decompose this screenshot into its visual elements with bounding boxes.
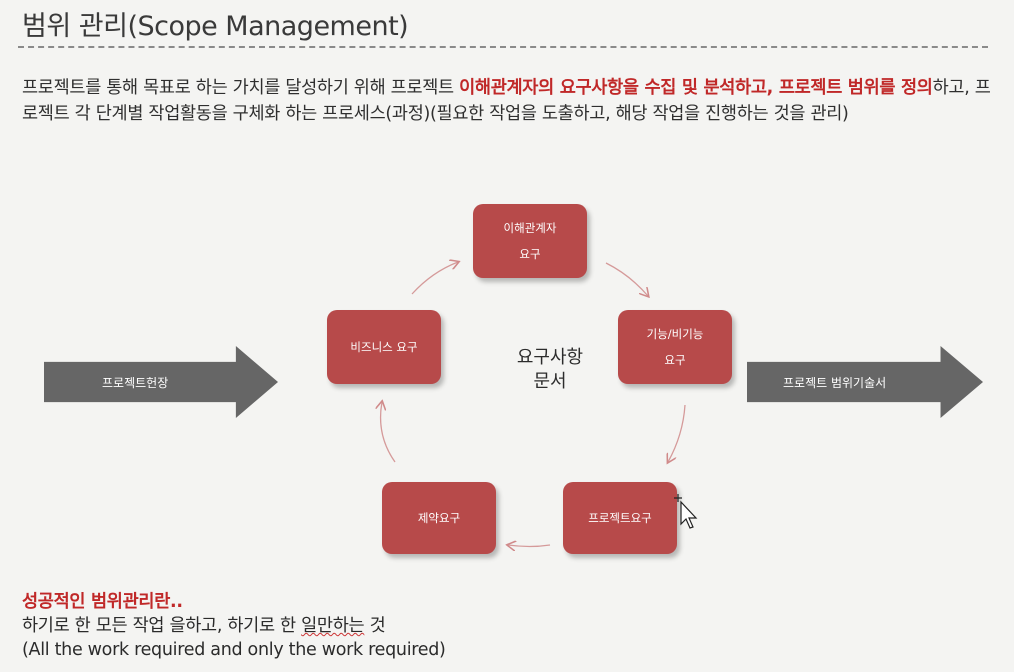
node-stakeholder-requirements: 이해관계자 요구 — [473, 204, 587, 278]
success-line1-c: 것 — [364, 616, 386, 636]
node-business-requirements: 비즈니스 요구 — [327, 310, 441, 384]
cycle-arrow-constraint-to-business — [381, 402, 396, 463]
center-line2: 문서 — [533, 371, 567, 392]
node-functional-line1: 기능/비기능 — [646, 327, 704, 341]
output-arrow-label: 프로젝트 범위기술서 — [783, 375, 887, 390]
center-line1: 요구사항 — [516, 347, 584, 368]
cycle-arrow-stakeholder-to-functional — [605, 262, 648, 296]
node-project-label: 프로젝트요구 — [588, 511, 652, 525]
success-line1-a: 하기로 한 모든 작업 을하고, 하기로 한 — [22, 616, 302, 636]
cycle-arrow-functional-to-project — [668, 404, 686, 462]
description-text-2: 하고, 프로젝트 각 단계별 작업활동을 구체화 하는 프로세스(과정)(필요한… — [22, 78, 991, 124]
input-arrow-label: 프로젝트헌장 — [102, 375, 169, 390]
description-highlight: 이해관계자의 요구사항을 수집 및 분석하고, 프로젝트 범위를 정의 — [459, 78, 933, 98]
cycle-arrow-business-to-stakeholder — [411, 262, 458, 295]
title-divider — [18, 46, 988, 48]
success-definition: 성공적인 범위관리란.. 하기로 한 모든 작업 을하고, 하기로 한 일만하는… — [22, 590, 446, 662]
node-constraint-requirements: 제약요구 — [382, 482, 496, 554]
success-line2: (All the work required and only the work… — [22, 640, 446, 660]
mouse-cursor-icon — [674, 494, 698, 529]
node-constraint-label: 제약요구 — [417, 511, 461, 525]
node-business-label: 비즈니스 요구 — [350, 340, 418, 354]
success-line1: 하기로 한 모든 작업 을하고, 하기로 한 일만하는 것 — [22, 614, 446, 638]
requirements-document-label: 요구사항 문서 — [490, 346, 610, 394]
node-stakeholder-line2: 요구 — [519, 247, 541, 261]
scope-description: 프로젝트를 통해 목표로 하는 가치를 달성하기 위해 프로젝트 이해관계자의 … — [22, 75, 997, 127]
node-stakeholder-line1: 이해관계자 — [503, 221, 557, 235]
success-line1-b: 일만하는 — [301, 616, 365, 636]
success-heading: 성공적인 범위관리란.. — [22, 592, 183, 612]
cycle-arrow-project-to-constraint — [508, 545, 551, 547]
node-project-requirements: 프로젝트요구 — [563, 482, 677, 554]
node-functional-line2: 요구 — [664, 353, 686, 367]
description-text-1: 프로젝트를 통해 목표로 하는 가치를 달성하기 위해 프로젝트 — [22, 78, 460, 98]
page-title: 범위 관리(Scope Management) — [22, 11, 409, 42]
node-functional-requirements: 기능/비기능 요구 — [618, 310, 732, 384]
